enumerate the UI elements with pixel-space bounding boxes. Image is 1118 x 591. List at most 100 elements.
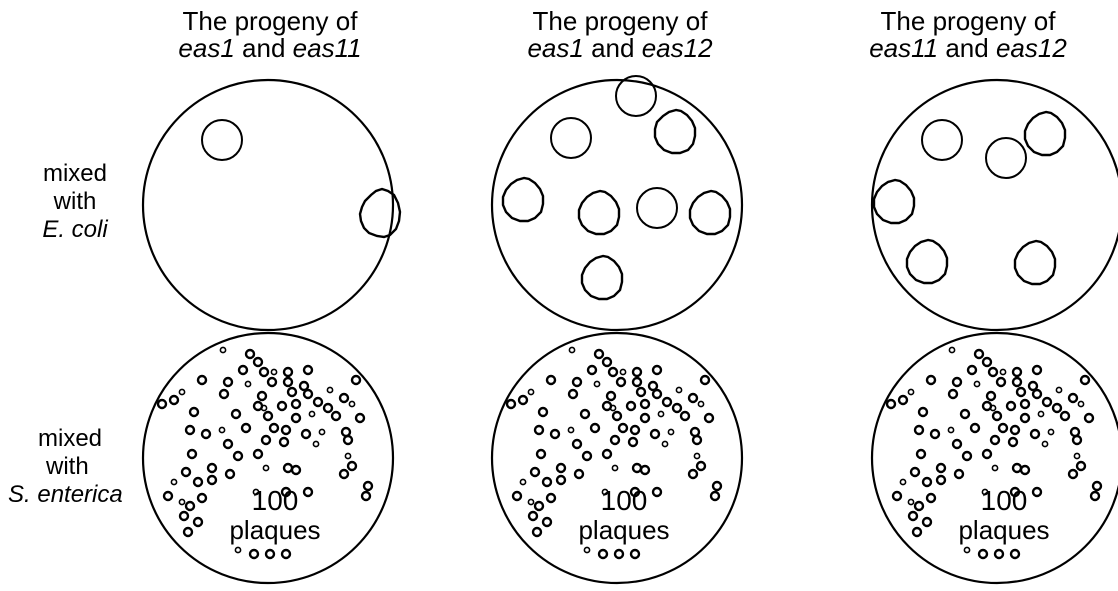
plaque-dot [619, 368, 627, 376]
plaque-dot [711, 480, 723, 492]
plaque-dot [981, 448, 993, 460]
plaque-count-number: 100 [600, 485, 648, 516]
plate-dish [870, 331, 1118, 585]
plaque-dot [1011, 376, 1023, 388]
plaque-dot [360, 490, 372, 502]
joiner-text: and [242, 33, 286, 63]
plaque-dot [953, 468, 965, 480]
plaque-dot [206, 474, 218, 486]
plaque-dot [346, 460, 358, 472]
plaque-clear [921, 119, 963, 161]
plaque-dot [973, 380, 981, 388]
column-title-2: The progeny of eas1 and eas12 [470, 8, 770, 62]
plaque-dot [571, 438, 583, 450]
plaque-dot [338, 392, 350, 404]
plaque-dot [959, 408, 971, 420]
plaque-count-number: 100 [980, 485, 1028, 516]
plaque-dot [230, 408, 242, 420]
plaque-dot [545, 374, 557, 386]
plaque-dot [1041, 396, 1053, 408]
plaque-dot [302, 486, 314, 498]
plaque-dot [330, 410, 342, 422]
plaque-dot [909, 466, 921, 478]
plaque-dot [340, 426, 352, 438]
plaque-dot [891, 490, 903, 502]
plaque-dot [196, 492, 208, 504]
plaque-turbid [688, 189, 732, 236]
plaque-dot [224, 468, 236, 480]
plaque-dot [555, 462, 567, 474]
plaque-dot [935, 474, 947, 486]
plaque-dot [627, 436, 639, 448]
plaque-dot [601, 356, 613, 368]
plaque-dot [613, 548, 625, 560]
plaque-dot [545, 492, 557, 504]
plaque-dot [969, 422, 981, 434]
plaque-dot [601, 448, 613, 460]
plaque-dot [631, 376, 643, 388]
plaque-dot [527, 510, 539, 522]
plaque-turbid [1013, 239, 1057, 286]
plaque-dot [1069, 426, 1081, 438]
plaque-dot [244, 348, 256, 360]
plaque-dot [1079, 374, 1091, 386]
plaque-dot [605, 390, 617, 402]
plaque-dot [256, 390, 268, 402]
mutant-b-label: eas12 [641, 33, 713, 63]
plaque-dot [568, 346, 576, 354]
plaque-dot [691, 434, 703, 446]
plaque-dot [573, 468, 585, 480]
plaque-dot [354, 412, 366, 424]
plaque-dot [260, 404, 268, 412]
plaque-dot [270, 368, 278, 376]
row-label-ecoli: mixed with E. coli [0, 160, 150, 244]
mutant-a-label: eas1 [527, 33, 584, 63]
plaque-dot [180, 466, 192, 478]
plaque-dot [657, 410, 665, 418]
plaque-dot [290, 412, 302, 424]
plaque-dot [639, 398, 651, 410]
plaque-dot [1011, 462, 1023, 474]
plaque-dot [264, 548, 276, 560]
plaque-dot [1007, 436, 1019, 448]
plaque-dot [639, 464, 651, 476]
plaque-dot [1005, 400, 1017, 412]
plaque-dot [948, 346, 956, 354]
plaque-dot [527, 498, 535, 506]
plate-senterica-1 [141, 331, 395, 585]
plaque-dot [921, 476, 933, 488]
plaque-dot [985, 390, 997, 402]
plaque-clear [985, 137, 1027, 179]
plaque-dot [1029, 428, 1041, 440]
plaque-dot [533, 500, 545, 512]
plaque-dot [1037, 410, 1045, 418]
plaque-dot [885, 398, 897, 410]
plate-ecoli-3 [870, 78, 1118, 332]
plaque-dot [529, 466, 541, 478]
row-label-line2: with [46, 453, 89, 480]
plaque-dot [196, 374, 208, 386]
plaque-count-unit: plaques [578, 515, 670, 545]
plaque-dot [1073, 452, 1081, 460]
plaque-turbid [653, 108, 697, 155]
plaque-dot [695, 460, 707, 472]
plaque-dot [262, 464, 270, 472]
plaque-turbid [577, 189, 621, 236]
joiner-text: and [591, 33, 635, 63]
plaque-dot [583, 546, 591, 554]
plaque-dot [1009, 548, 1021, 560]
plaque-dot [535, 448, 547, 460]
plaque-dot [318, 428, 326, 436]
plaque-dot [679, 410, 691, 422]
plate-ecoli-2 [490, 75, 744, 332]
plaque-dot [631, 366, 643, 378]
plaque-clear [636, 187, 678, 229]
plaque-dot [262, 410, 274, 422]
plaque-dot [1019, 412, 1031, 424]
plaque-dot [344, 452, 352, 460]
plaque-dot [951, 438, 963, 450]
plate-senterica-2 [490, 331, 744, 585]
plaque-dot [609, 434, 621, 446]
mutant-a-label: eas11 [869, 33, 939, 63]
